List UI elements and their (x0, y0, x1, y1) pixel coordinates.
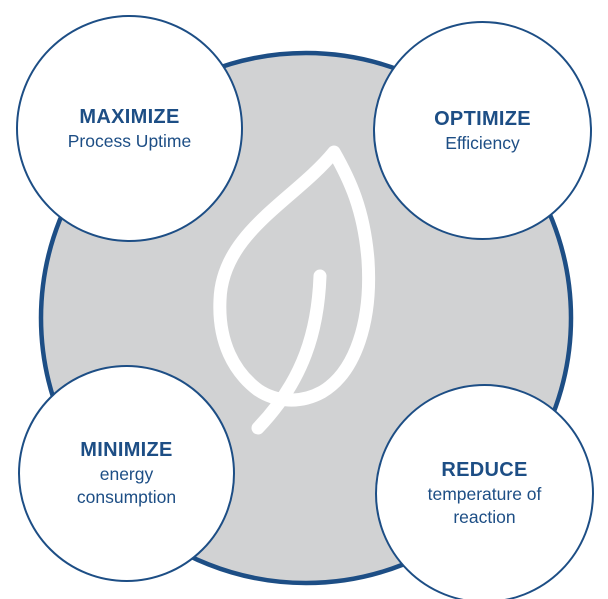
optimize-subtitle: Efficiency (445, 132, 520, 153)
reduce-title: REDUCE (441, 459, 528, 481)
leaf-icon (213, 145, 376, 435)
minimize-subtitle: energy consumption (76, 464, 177, 507)
minimize-title: MINIMIZE (80, 439, 173, 461)
minimize-bubble: MINIMIZE energy consumption (18, 365, 235, 582)
maximize-subtitle: Process Uptime (67, 130, 192, 151)
maximize-title: MAXIMIZE (79, 105, 180, 128)
optimize-bubble: OPTIMIZE Efficiency (373, 21, 592, 240)
optimize-title: OPTIMIZE (434, 107, 531, 130)
reduce-subtitle: temperature of reaction (427, 484, 542, 527)
maximize-bubble: MAXIMIZE Process Uptime (16, 15, 243, 242)
reduce-bubble: REDUCE temperature of reaction (375, 384, 594, 599)
